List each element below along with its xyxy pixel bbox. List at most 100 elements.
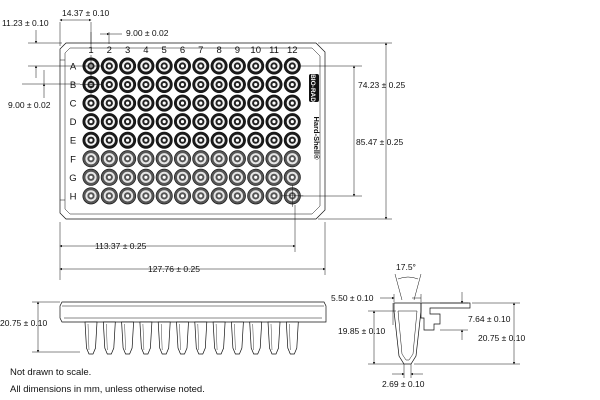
side-tube: [212, 321, 226, 355]
dim-a1-x-offset: 14.37 ± 0.10: [62, 8, 109, 18]
svg-text:BIO-RAD: BIO-RAD: [309, 74, 316, 102]
column-label-5: 5: [162, 45, 167, 56]
dim-tube-top-diameter: 5.50 ± 0.10: [331, 293, 374, 303]
well: [155, 113, 173, 131]
side-tube: [285, 321, 299, 355]
well: [155, 150, 173, 168]
well: [247, 131, 265, 149]
well: [155, 168, 173, 186]
side-tube: [176, 321, 189, 355]
well: [247, 150, 265, 168]
column-label-11: 11: [269, 45, 279, 56]
well: [155, 94, 173, 112]
well: [283, 57, 301, 75]
well: [82, 94, 100, 112]
well: [228, 150, 246, 168]
well: [82, 131, 100, 149]
note-not-to-scale: Not drawn to scale.: [10, 367, 91, 378]
plate-side-view: 20.75 ± 0.10: [0, 301, 327, 355]
well: [265, 150, 283, 168]
column-label-12: 12: [287, 45, 298, 56]
well: [174, 76, 192, 94]
well: [137, 57, 155, 75]
well: [155, 57, 173, 75]
well: [100, 150, 118, 168]
well: [192, 187, 210, 205]
well: [247, 94, 265, 112]
column-label-4: 4: [143, 45, 148, 56]
column-label-6: 6: [180, 45, 185, 56]
plate-inner-outline: [64, 47, 321, 215]
well: [283, 168, 301, 186]
well: [137, 131, 155, 149]
product-name: Hard-Shell®: [312, 116, 321, 160]
well: [119, 150, 137, 168]
well: [210, 168, 228, 186]
well: [283, 113, 301, 131]
well: [247, 76, 265, 94]
top-dimensions: 14.37 ± 0.10 11.23 ± 0.10 9.00 ± 0.02 9.…: [2, 8, 405, 280]
well: [192, 113, 210, 131]
well: [137, 150, 155, 168]
well: [210, 94, 228, 112]
dim-tube-bottom-diameter: 2.69 ± 0.10: [382, 379, 425, 389]
well: [265, 113, 283, 131]
well: [174, 113, 192, 131]
well: [283, 76, 301, 94]
well: [82, 187, 100, 205]
well: [119, 113, 137, 131]
well: [100, 131, 118, 149]
well: [137, 187, 155, 205]
well: [228, 168, 246, 186]
well: [192, 57, 210, 75]
well: [228, 94, 246, 112]
well: [192, 150, 210, 168]
well: [210, 187, 228, 205]
well: [247, 57, 265, 75]
well: [210, 131, 228, 149]
row-label-c: C: [70, 99, 77, 110]
well: [100, 187, 118, 205]
well: [155, 131, 173, 149]
column-label-9: 9: [235, 45, 240, 56]
well: [155, 76, 173, 94]
dim-inner-height: 74.23 ± 0.25: [358, 80, 405, 90]
side-tube: [121, 321, 134, 355]
well: [265, 131, 283, 149]
well: [137, 94, 155, 112]
well: [210, 57, 228, 75]
well: [100, 113, 118, 131]
well: [119, 131, 137, 149]
well: [137, 113, 155, 131]
note-units: All dimensions in mm, unless otherwise n…: [10, 384, 205, 395]
well: [228, 187, 246, 205]
well: [100, 168, 118, 186]
well: [192, 76, 210, 94]
row-label-a: A: [70, 62, 77, 73]
tube-section-view: 17.5° 5.50 ± 0.10 19.85 ± 0.10 7.64 ± 0.…: [331, 262, 525, 389]
row-label-h: H: [70, 191, 77, 202]
well: [247, 168, 265, 186]
well: [119, 94, 137, 112]
row-label-b: B: [70, 80, 76, 91]
dim-side-height: 20.75 ± 0.10: [0, 318, 47, 328]
dim-a1-y-offset: 11.23 ± 0.10: [2, 18, 49, 28]
side-tube: [267, 321, 281, 355]
well: [210, 76, 228, 94]
dim-tube-angle: 17.5°: [396, 262, 416, 272]
well: [155, 187, 173, 205]
well: [210, 113, 228, 131]
well: [265, 57, 283, 75]
column-label-1: 1: [88, 45, 93, 56]
column-label-7: 7: [198, 45, 203, 56]
well: [174, 131, 192, 149]
section-skirt: [420, 302, 471, 331]
well: [100, 57, 118, 75]
dim-overall-length: 127.76 ± 0.25: [148, 264, 200, 274]
row-label-d: D: [70, 117, 77, 128]
well: [283, 131, 301, 149]
